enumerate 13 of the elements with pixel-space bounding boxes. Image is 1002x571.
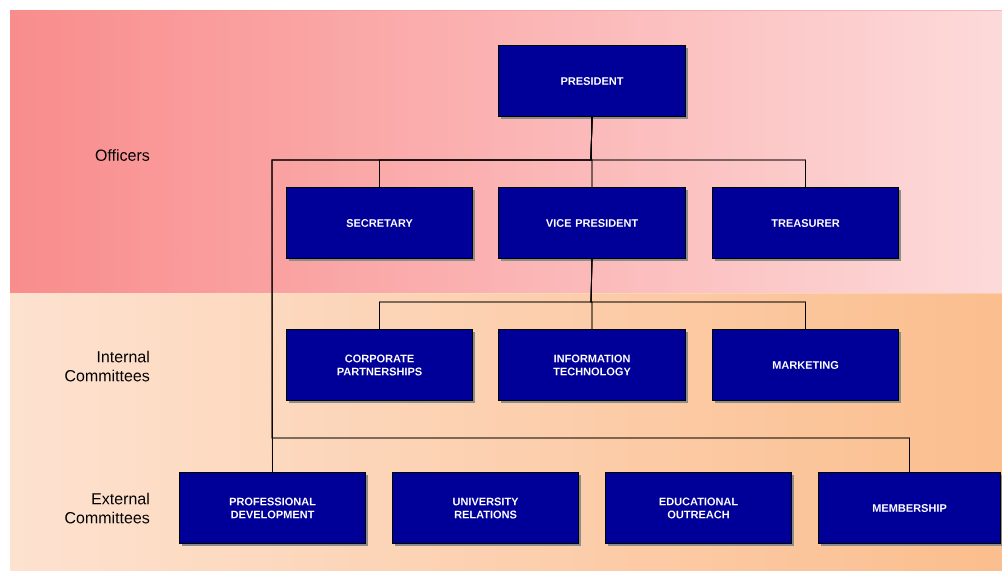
org-box: PROFESSIONAL DEVELOPMENT [179,472,368,546]
org-box: MEMBERSHIP [818,472,1002,546]
org-box: INFORMATION TECHNOLOGY [498,329,688,403]
org-box: PRESIDENT [498,45,688,119]
connector-line [271,116,910,473]
connector-line [590,258,806,330]
org-box: TREASURER [712,187,901,261]
org-box: SECRETARY [286,187,475,261]
org-box: VICE PRESIDENT [498,187,688,261]
org-box: EDUCATIONAL OUTREACH [605,472,794,546]
org-box: UNIVERSITY RELATIONS [392,472,581,546]
org-box: CORPORATE PARTNERSHIPS [286,329,475,403]
org-box: MARKETING [712,329,901,403]
